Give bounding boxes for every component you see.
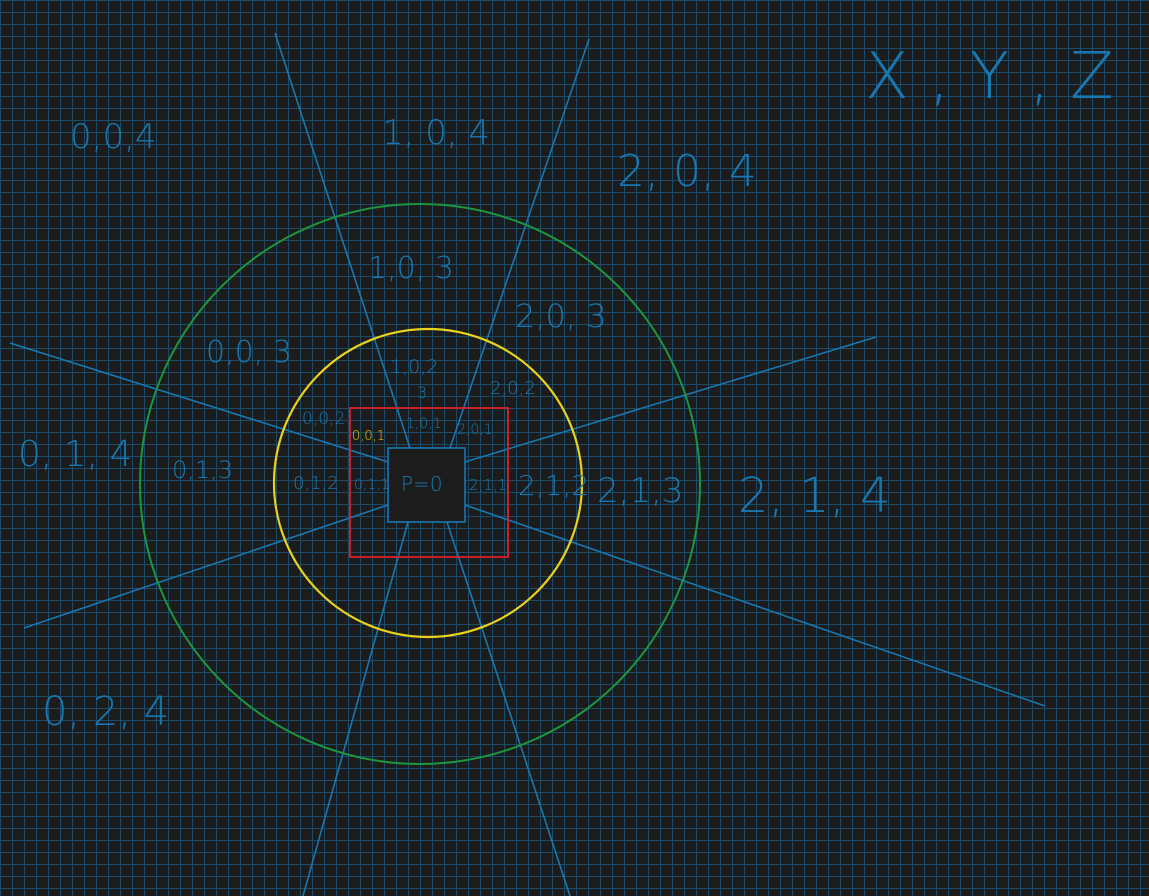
center-label: P=0 xyxy=(401,472,443,496)
cell-label-1-0-1: 1,0,1 xyxy=(406,416,442,432)
red-square xyxy=(349,407,509,558)
cell-label-2-1-3: 2,1,3 xyxy=(597,471,684,511)
cell-label-0-1-4: 0, 1, 4 xyxy=(18,434,133,475)
axis-title: X , Y , Z xyxy=(865,40,1114,114)
outer-ring-green xyxy=(139,203,701,765)
cell-label-2-1-4: 2, 1, 4 xyxy=(738,468,891,524)
cell-label-0-2-4: 0, 2, 4 xyxy=(42,689,169,735)
divider-line-top-right xyxy=(449,38,590,449)
cell-label-0-0-4: 0,0,4 xyxy=(70,117,157,157)
cell-label-2-0-1: 2,0,1 xyxy=(457,422,493,438)
cell-label-0-0-3: 0,0, 3 xyxy=(206,335,292,370)
cell-label-2-1-2: 2,1,2 xyxy=(518,469,589,502)
cell-label-0-1-1: 0,1,1 xyxy=(354,477,390,493)
cell-label-2-0-4: 2, 0, 4 xyxy=(617,146,757,197)
cell-label-0-1-2: 0,1,2 xyxy=(293,473,339,494)
cell-label-1-0-4: 1, 0, 4 xyxy=(382,113,490,153)
divider-line-right-lower xyxy=(464,504,1046,707)
divider-line-left-upper xyxy=(9,342,389,463)
cell-label-1-0-2: 1,0,2 xyxy=(390,356,438,378)
divider-line-bottom-right xyxy=(446,521,571,896)
cell-label-2-1-1: 2,1,1 xyxy=(469,476,507,494)
cell-label-1-0-2-extra: 3 xyxy=(417,383,427,402)
cell-label-2-0-2: 2,0,2 xyxy=(490,378,536,399)
inner-ring-yellow xyxy=(272,327,584,639)
divider-line-bottom-left xyxy=(302,521,409,896)
cell-label-0-1-3: 0,1,3 xyxy=(172,456,233,484)
cell-label-0-0-1: 0,0,1 xyxy=(352,429,385,444)
cell-label-0-0-2: 0,0,2 xyxy=(302,409,345,429)
cell-label-2-0-3: 2,0, 3 xyxy=(515,297,607,335)
divider-lines xyxy=(9,32,1046,896)
divider-line-left-lower xyxy=(23,504,389,629)
center-square xyxy=(387,447,466,523)
divider-line-right-upper xyxy=(464,336,877,463)
cell-label-1-0-3: 1,0, 3 xyxy=(368,251,454,286)
divider-line-top-left xyxy=(274,32,411,449)
